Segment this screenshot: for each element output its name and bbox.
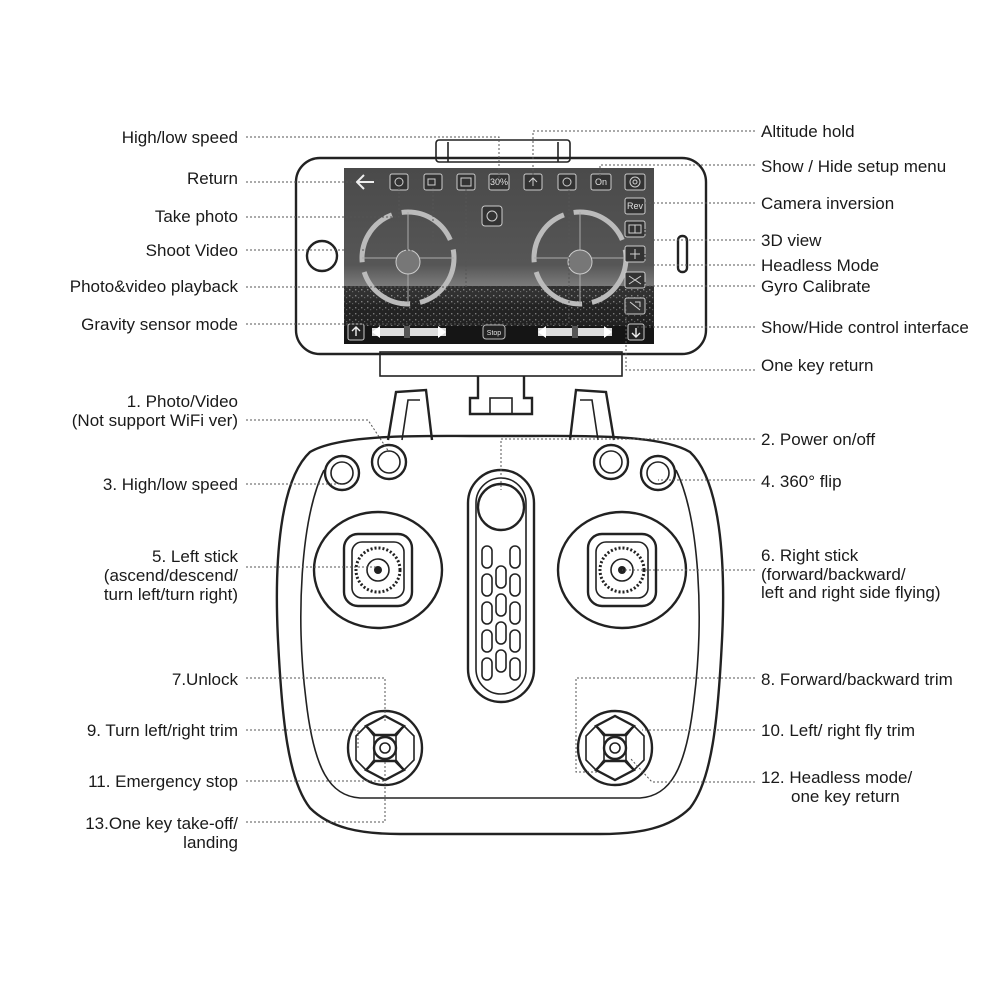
- controller-body: [275, 388, 725, 836]
- button-4-360-flip[interactable]: [639, 454, 677, 492]
- altitude-icon[interactable]: [523, 173, 543, 191]
- label-return: Return: [187, 169, 238, 188]
- rev-icon-label: Rev: [627, 201, 644, 211]
- up-arrow-icon[interactable]: [347, 323, 365, 341]
- label-headless-mode: Headless Mode: [761, 256, 879, 275]
- button-flip-left-shoulder[interactable]: [592, 443, 630, 481]
- gear-icon[interactable]: [624, 173, 646, 191]
- 3d-view-icon[interactable]: [624, 220, 646, 238]
- down-arrow-icon[interactable]: [627, 323, 645, 341]
- label-8-forward-trim: 8. Forward/backward trim: [761, 670, 953, 689]
- label-13-takeoff-line2: landing: [183, 833, 238, 852]
- callout-labels: High/low speed Return Take photo Shoot V…: [70, 122, 969, 852]
- right-shoulder: [568, 388, 616, 441]
- label-one-key-return: One key return: [761, 356, 873, 375]
- button-12-headless-return[interactable]: [602, 735, 628, 761]
- phone-body: [294, 156, 708, 356]
- label-3-speed: 3. High/low speed: [103, 475, 238, 494]
- rev-icon[interactable]: Rev: [624, 197, 646, 215]
- label-2-power: 2. Power on/off: [761, 430, 875, 449]
- button-1-photo-video[interactable]: [370, 443, 408, 481]
- right-dpad[interactable]: [576, 709, 654, 787]
- label-setup-menu: Show / Hide setup menu: [761, 157, 946, 176]
- headless-icon[interactable]: [624, 245, 646, 263]
- one-key-return-icon[interactable]: [624, 297, 646, 315]
- button-2-power[interactable]: [476, 482, 526, 532]
- photo-icon[interactable]: [389, 173, 409, 191]
- label-10-fly-trim: 10. Left/ right fly trim: [761, 721, 915, 740]
- gallery-icon[interactable]: [456, 173, 476, 191]
- button-9-turn-trim-left[interactable]: [355, 724, 375, 772]
- label-3d-view: 3D view: [761, 231, 822, 250]
- on-icon-label: On: [595, 177, 607, 187]
- stop-button-label: Stop: [487, 330, 502, 337]
- label-take-photo: Take photo: [155, 207, 238, 226]
- app-screen: 30% On Rev: [344, 168, 654, 344]
- label-high-low-speed: High/low speed: [122, 128, 238, 147]
- label-camera-inversion: Camera inversion: [761, 194, 894, 213]
- label-6-right-stick: 6. Right stick: [761, 546, 859, 565]
- label-1-photo-video: 1. Photo/Video: [127, 392, 238, 411]
- stop-button[interactable]: Stop: [482, 324, 506, 340]
- label-13-takeoff: 13.One key take-off/: [85, 814, 238, 833]
- right-trim-slider[interactable]: [538, 326, 612, 338]
- speed-icon-label: 30%: [490, 177, 508, 187]
- screen-left-joystick[interactable]: [359, 209, 457, 307]
- leader-lines: [246, 130, 755, 823]
- label-gravity: Gravity sensor mode: [81, 315, 238, 334]
- left-shoulder: [386, 388, 434, 441]
- label-5-left-stick-line3: turn left/turn right): [104, 585, 238, 604]
- label-6-right-stick-line2: (forward/backward/: [761, 565, 906, 584]
- button-11-emergency-stop[interactable]: [372, 735, 398, 761]
- left-dpad[interactable]: [346, 709, 424, 787]
- video-icon[interactable]: [423, 173, 443, 191]
- label-7-unlock: 7.Unlock: [172, 670, 239, 689]
- label-11-emergency-stop: 11. Emergency stop: [88, 772, 238, 791]
- button-9-turn-trim-right[interactable]: [395, 724, 415, 772]
- button-10-right-trim[interactable]: [625, 724, 645, 772]
- button-3-high-low-speed[interactable]: [323, 454, 361, 492]
- button-10-left-trim[interactable]: [585, 724, 605, 772]
- label-4-flip: 4. 360° flip: [761, 472, 842, 491]
- on-icon[interactable]: On: [590, 173, 612, 191]
- grip-slots: [481, 545, 521, 681]
- gravity-icon[interactable]: [481, 205, 503, 227]
- left-trim-slider[interactable]: [372, 326, 446, 338]
- speed-icon[interactable]: 30%: [488, 173, 510, 191]
- label-6-right-stick-line3: left and right side flying): [761, 583, 941, 602]
- label-shoot-video: Shoot Video: [146, 241, 238, 260]
- phone-holder: [294, 139, 708, 416]
- label-5-left-stick: 5. Left stick: [152, 547, 238, 566]
- label-12-headless: 12. Headless mode/: [761, 768, 912, 787]
- phone-speaker: [676, 234, 689, 274]
- label-1-photo-video-note: (Not support WiFi ver): [72, 411, 238, 430]
- label-gyro: Gyro Calibrate: [761, 277, 871, 296]
- label-control-interface: Show/Hide control interface: [761, 318, 969, 337]
- label-playback: Photo&video playback: [70, 277, 239, 296]
- phone-home-button: [305, 239, 339, 273]
- headless-top-icon[interactable]: [557, 173, 577, 191]
- screen-right-joystick[interactable]: [531, 209, 629, 307]
- gyro-icon[interactable]: [624, 271, 646, 289]
- label-5-left-stick-line2: (ascend/descend/: [104, 566, 238, 585]
- left-stick[interactable]: [312, 510, 444, 630]
- label-altitude-hold: Altitude hold: [761, 122, 855, 141]
- back-arrow-icon[interactable]: [355, 174, 374, 190]
- label-12-headless-line2: one key return: [791, 787, 900, 806]
- label-9-turn-trim: 9. Turn left/right trim: [87, 721, 238, 740]
